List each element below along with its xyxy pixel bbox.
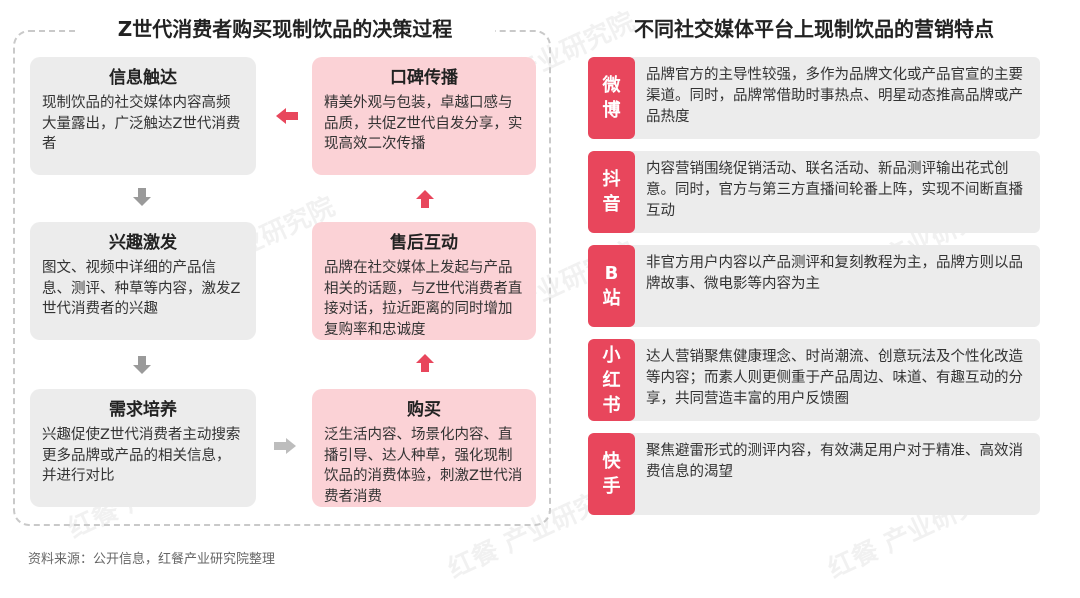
platform-row-xiaohongshu: 达人营销聚焦健康理念、时尚潮流、创意玩法及个性化改造等内容；而素人则更侧重于产品… bbox=[588, 339, 1040, 421]
step-title: 售后互动 bbox=[390, 233, 458, 253]
step-text: 兴趣促使Z世代消费者主动搜索更多品牌或产品的相关信息，并进行对比 bbox=[42, 427, 241, 484]
step-title: 兴趣激发 bbox=[109, 233, 177, 253]
platform-description-box: 内容营销围绕促销活动、联名活动、新品测评输出花式创意。同时，官方与第三方直播间轮… bbox=[632, 151, 1040, 233]
arrow-up-icon bbox=[416, 354, 434, 372]
platform-description: 内容营销围绕促销活动、联名活动、新品测评输出花式创意。同时，官方与第三方直播间轮… bbox=[646, 161, 1023, 219]
badge-char: 博 bbox=[602, 100, 621, 121]
platform-badge: 微 博 bbox=[588, 57, 635, 139]
platform-description-box: 品牌官方的主导性较强，多作为品牌文化或产品官宣的主要渠道。同时，品牌常借助时事热… bbox=[632, 57, 1040, 139]
badge-char: 小 bbox=[602, 344, 621, 366]
badge-char: 抖 bbox=[602, 169, 621, 190]
platform-badge: 抖 音 bbox=[588, 151, 635, 233]
badge-char: 音 bbox=[602, 194, 621, 215]
step-title: 信息触达 bbox=[109, 68, 177, 88]
step-purchase: 购买 泛生活内容、场景化内容、直播引导、达人种草，强化现制饮品的消费体验，刺激Z… bbox=[312, 389, 536, 507]
step-info-reach: 信息触达 现制饮品的社交媒体内容高频大量露出，广泛触达Z世代消费者 bbox=[30, 57, 256, 175]
platform-description: 非官方用户内容以产品测评和复刻教程为主，品牌方则以品牌故事、微电影等内容为主 bbox=[646, 255, 1023, 292]
step-after-sales: 售后互动 品牌在社交媒体上发起与产品相关的话题，与Z世代消费者直接对话，拉近距离… bbox=[312, 222, 536, 340]
platform-badge: B 站 bbox=[588, 245, 635, 327]
step-text: 精美外观与包装，卓越口感与品质，共促Z世代自发分享，实现高效二次传播 bbox=[324, 95, 523, 152]
badge-char: 快 bbox=[602, 451, 621, 472]
step-need: 需求培养 兴趣促使Z世代消费者主动搜索更多品牌或产品的相关信息，并进行对比 bbox=[30, 389, 256, 507]
step-text: 图文、视频中详细的产品信息、测评、种草等内容，激发Z世代消费者的兴趣 bbox=[42, 260, 241, 317]
badge-char: 书 bbox=[602, 394, 621, 416]
platform-row-kuaishou: 聚焦避雷形式的测评内容，有效满足用户对于精准、高效消费信息的渴望 快 手 bbox=[588, 433, 1040, 515]
step-text: 现制饮品的社交媒体内容高频大量露出，广泛触达Z世代消费者 bbox=[42, 95, 241, 152]
arrow-down-icon bbox=[133, 356, 151, 374]
arrow-left-icon bbox=[276, 108, 298, 124]
step-interest: 兴趣激发 图文、视频中详细的产品信息、测评、种草等内容，激发Z世代消费者的兴趣 bbox=[30, 222, 256, 340]
step-title: 口碑传播 bbox=[390, 68, 458, 88]
step-word-of-mouth: 口碑传播 精美外观与包装，卓越口感与品质，共促Z世代自发分享，实现高效二次传播 bbox=[312, 57, 536, 175]
platform-description: 品牌官方的主导性较强，多作为品牌文化或产品官宣的主要渠道。同时，品牌常借助时事热… bbox=[646, 67, 1023, 125]
arrow-up-icon bbox=[416, 190, 434, 208]
platform-description-box: 聚焦避雷形式的测评内容，有效满足用户对于精准、高效消费信息的渴望 bbox=[632, 433, 1040, 515]
arrow-down-icon bbox=[133, 188, 151, 206]
step-text: 品牌在社交媒体上发起与产品相关的话题，与Z世代消费者直接对话，拉近距离的同时增加… bbox=[324, 260, 523, 338]
badge-char: 红 bbox=[602, 369, 621, 391]
step-title: 购买 bbox=[407, 400, 441, 420]
arrow-right-icon bbox=[274, 438, 296, 454]
platform-description-box: 达人营销聚焦健康理念、时尚潮流、创意玩法及个性化改造等内容；而素人则更侧重于产品… bbox=[632, 339, 1040, 421]
step-title: 需求培养 bbox=[109, 400, 177, 420]
platform-description-box: 非官方用户内容以产品测评和复刻教程为主，品牌方则以品牌故事、微电影等内容为主 bbox=[632, 245, 1040, 327]
decision-process-title: Z世代消费者购买现制饮品的决策过程 bbox=[75, 14, 495, 44]
source-note: 资料来源：公开信息，红餐产业研究院整理 bbox=[28, 552, 276, 567]
platform-row-douyin: 内容营销围绕促销活动、联名活动、新品测评输出花式创意。同时，官方与第三方直播间轮… bbox=[588, 151, 1040, 233]
platform-description: 达人营销聚焦健康理念、时尚潮流、创意玩法及个性化改造等内容；而素人则更侧重于产品… bbox=[646, 349, 1023, 407]
badge-char: B bbox=[604, 263, 619, 284]
badge-char: 站 bbox=[602, 288, 621, 309]
platform-badge: 快 手 bbox=[588, 433, 635, 515]
platform-description: 聚焦避雷形式的测评内容，有效满足用户对于精准、高效消费信息的渴望 bbox=[646, 443, 1023, 480]
platform-features-title: 不同社交媒体平台上现制饮品的营销特点 bbox=[634, 17, 994, 41]
badge-char: 微 bbox=[602, 75, 621, 96]
badge-char: 手 bbox=[602, 476, 621, 497]
platform-row-bilibili: 非官方用户内容以产品测评和复刻教程为主，品牌方则以品牌故事、微电影等内容为主 B… bbox=[588, 245, 1040, 327]
platform-badge: 小 红 书 bbox=[588, 339, 635, 421]
platform-row-weibo: 品牌官方的主导性较强，多作为品牌文化或产品官宣的主要渠道。同时，品牌常借助时事热… bbox=[588, 57, 1040, 139]
step-text: 泛生活内容、场景化内容、直播引导、达人种草，强化现制饮品的消费体验，刺激Z世代消… bbox=[324, 427, 523, 505]
